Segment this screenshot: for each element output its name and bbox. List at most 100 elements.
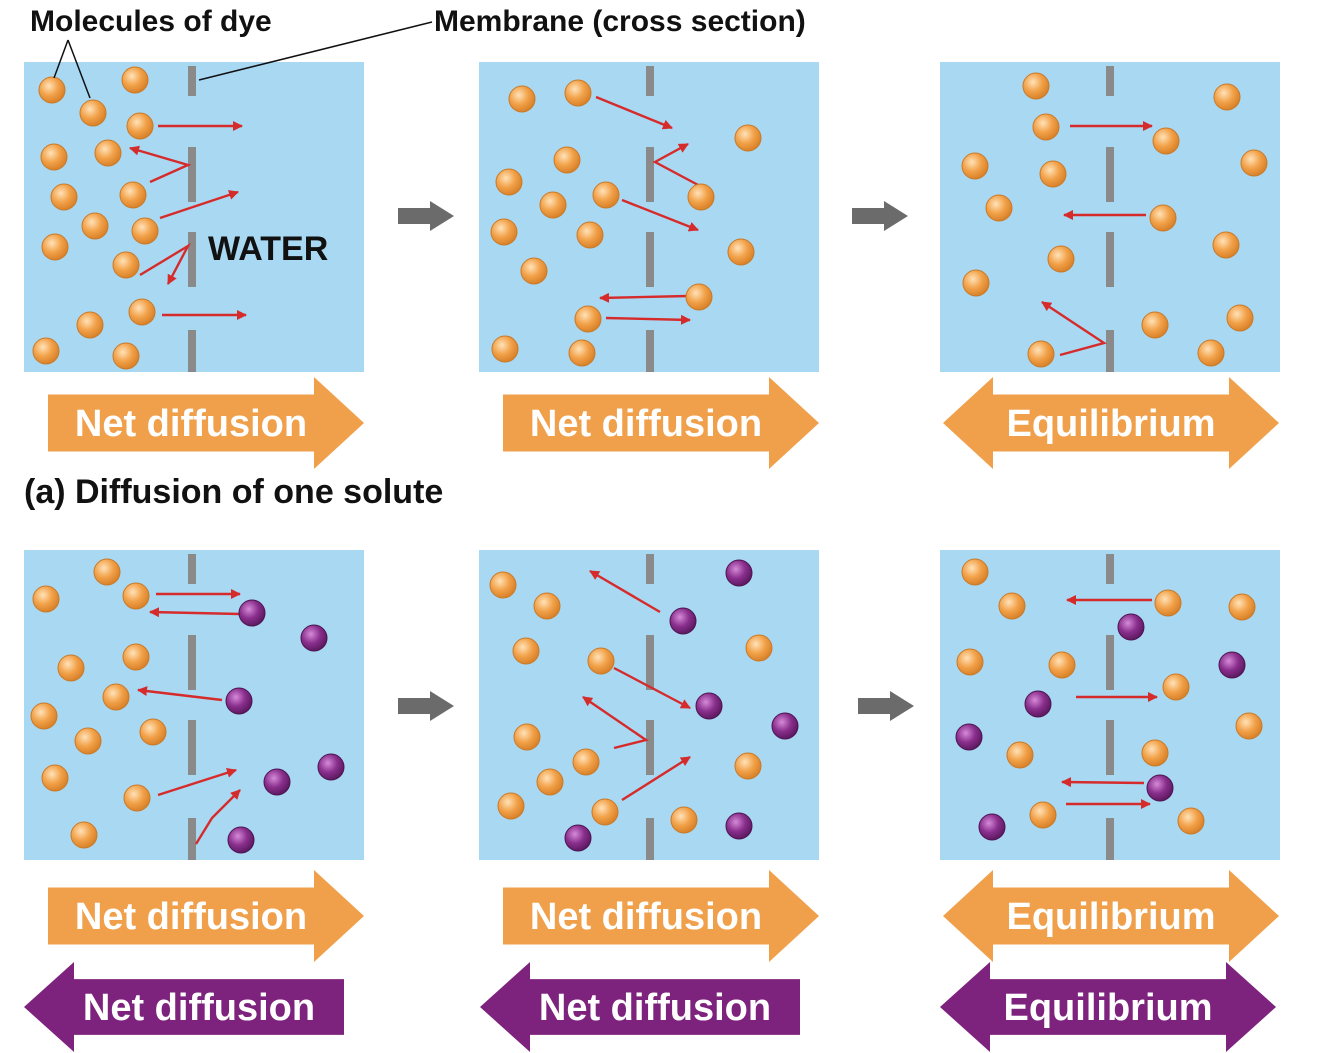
orange-molecule bbox=[591, 798, 619, 826]
membrane-segment bbox=[1106, 147, 1114, 202]
motion-arrow bbox=[621, 755, 691, 802]
row1-arrow-3-label: Equilibrium bbox=[1007, 403, 1216, 445]
orange-molecule bbox=[533, 592, 561, 620]
motion-arrow bbox=[621, 198, 699, 232]
orange-molecule bbox=[128, 298, 156, 326]
motion-arrow bbox=[137, 686, 223, 702]
row1-arrow-2-label: Net diffusion bbox=[530, 403, 762, 445]
panel-2 bbox=[479, 62, 819, 372]
leader-lines bbox=[53, 21, 433, 99]
membrane-label: Membrane (cross section) bbox=[434, 5, 806, 38]
orange-molecule bbox=[126, 112, 154, 140]
orange-molecule bbox=[576, 221, 604, 249]
orange-molecule bbox=[745, 634, 773, 662]
purple-molecule bbox=[227, 826, 255, 854]
orange-molecule bbox=[121, 66, 149, 94]
purple-molecule bbox=[695, 692, 723, 720]
panel-1 bbox=[24, 62, 364, 372]
bounce-arrow bbox=[194, 789, 241, 845]
orange-molecule bbox=[1006, 741, 1034, 769]
orange-molecule bbox=[1022, 72, 1050, 100]
purple-molecule bbox=[978, 813, 1006, 841]
orange-molecule bbox=[727, 238, 755, 266]
orange-molecule bbox=[1235, 712, 1263, 740]
purple-molecule bbox=[225, 687, 253, 715]
membrane-segment bbox=[1106, 232, 1114, 287]
membrane-segment bbox=[646, 635, 654, 690]
orange-molecule bbox=[1141, 311, 1169, 339]
row1-arrow-1-label: Net diffusion bbox=[75, 403, 307, 445]
orange-molecule bbox=[1226, 304, 1254, 332]
orange-molecule bbox=[122, 643, 150, 671]
motion-arrow bbox=[159, 190, 239, 220]
orange-molecule bbox=[38, 76, 66, 104]
orange-molecule bbox=[139, 718, 167, 746]
membrane-segment bbox=[1106, 330, 1114, 372]
orange-molecule bbox=[1177, 807, 1205, 835]
orange-molecule bbox=[1152, 127, 1180, 155]
bounce-arrow bbox=[129, 145, 192, 184]
orange-molecule bbox=[685, 283, 713, 311]
membrane-segment bbox=[1106, 818, 1114, 860]
orange-molecule bbox=[592, 181, 620, 209]
orange-molecule bbox=[1047, 245, 1075, 273]
orange-molecule bbox=[30, 702, 58, 730]
molecules-label: Molecules of dye bbox=[30, 5, 272, 38]
motion-arrow bbox=[599, 292, 689, 303]
orange-molecule bbox=[1027, 340, 1055, 368]
row2-orange-arrow-2 bbox=[503, 870, 819, 962]
purple-molecule bbox=[263, 768, 291, 796]
motion-arrow bbox=[1061, 777, 1145, 788]
membrane-segment bbox=[188, 232, 196, 287]
row2-purple-arrow-2 bbox=[480, 962, 800, 1052]
orange-molecule bbox=[508, 85, 536, 113]
step-arrow bbox=[398, 691, 454, 721]
orange-molecule bbox=[536, 768, 564, 796]
membrane-segment bbox=[188, 66, 196, 96]
orange-molecule bbox=[553, 146, 581, 174]
row2-purple-arrow-1 bbox=[24, 962, 344, 1052]
orange-molecule bbox=[1212, 231, 1240, 259]
membrane-segment bbox=[188, 635, 196, 690]
orange-molecule bbox=[491, 335, 519, 363]
orange-molecule bbox=[1048, 651, 1076, 679]
section-a-title: (a) Diffusion of one solute bbox=[24, 473, 443, 511]
row2-purple-arrow-2-label: Net diffusion bbox=[539, 987, 771, 1029]
orange-molecule bbox=[112, 342, 140, 370]
orange-molecule bbox=[568, 339, 596, 367]
orange-molecule bbox=[513, 723, 541, 751]
orange-molecule bbox=[119, 181, 147, 209]
orange-molecule bbox=[1149, 204, 1177, 232]
purple-molecule bbox=[1117, 613, 1145, 641]
orange-molecule bbox=[734, 124, 762, 152]
membrane-segment bbox=[188, 720, 196, 775]
orange-molecule bbox=[961, 152, 989, 180]
orange-molecule bbox=[94, 139, 122, 167]
motion-arrow bbox=[595, 95, 673, 130]
orange-molecule bbox=[961, 558, 989, 586]
orange-molecule bbox=[490, 218, 518, 246]
step-arrow bbox=[852, 201, 908, 231]
motion-arrow bbox=[589, 569, 661, 614]
orange-molecule bbox=[76, 311, 104, 339]
orange-molecule bbox=[1162, 673, 1190, 701]
orange-molecule bbox=[670, 806, 698, 834]
orange-molecule bbox=[734, 752, 762, 780]
orange-molecule bbox=[687, 183, 715, 211]
orange-molecule bbox=[495, 168, 523, 196]
orange-molecule bbox=[122, 582, 150, 610]
purple-molecule bbox=[1218, 651, 1246, 679]
orange-molecule bbox=[497, 792, 525, 820]
purple-molecule bbox=[1024, 690, 1052, 718]
orange-molecule bbox=[512, 637, 540, 665]
membrane-segment bbox=[646, 330, 654, 372]
orange-molecule bbox=[998, 592, 1026, 620]
orange-molecule bbox=[74, 727, 102, 755]
orange-molecule bbox=[1228, 593, 1256, 621]
orange-molecule bbox=[539, 191, 567, 219]
orange-molecule bbox=[1141, 739, 1169, 767]
membrane-segment bbox=[646, 720, 654, 775]
panel-6 bbox=[940, 550, 1280, 860]
orange-molecule bbox=[32, 585, 60, 613]
